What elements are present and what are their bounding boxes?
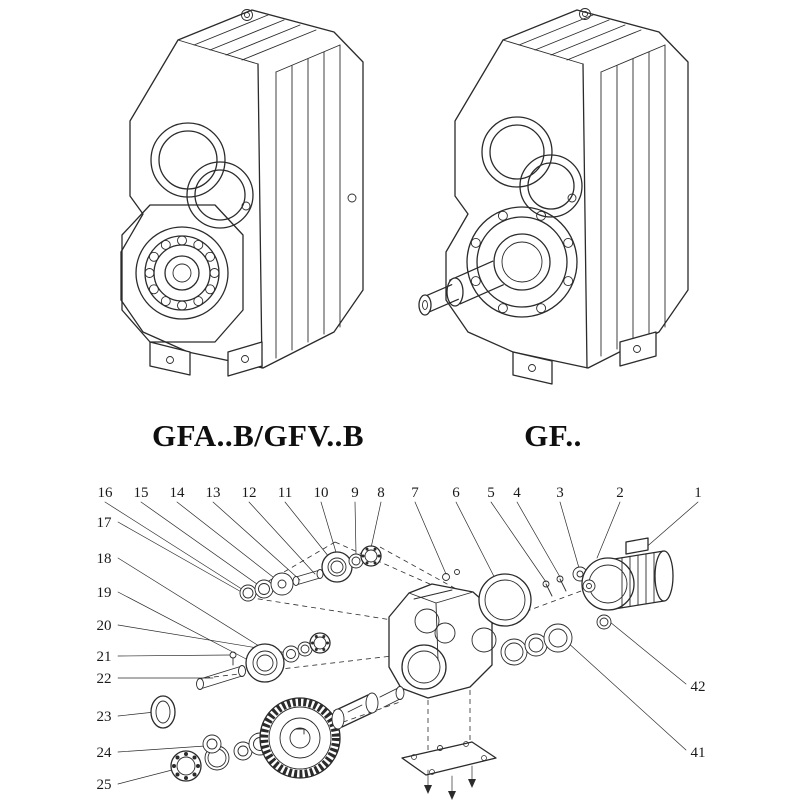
callouts-top-row: 16 15 14 13 12 11 10 9 8 7 6 5 4 3 2 1	[98, 485, 702, 501]
callout-18: 18	[97, 551, 112, 567]
input-bores	[150, 122, 254, 229]
callout-16: 16	[98, 485, 114, 501]
callout-42: 42	[691, 679, 706, 695]
model-label-gf: GF..	[524, 418, 582, 453]
housing-part	[388, 569, 497, 699]
callouts-right-column: 42 41	[691, 679, 706, 761]
mounting-plate-parts	[401, 741, 497, 800]
motor-parts	[478, 537, 674, 666]
callout-13: 13	[206, 485, 221, 501]
callout-14: 14	[170, 485, 186, 501]
callout-10: 10	[314, 485, 329, 501]
exploded-view: 16 15 14 13 12 11 10 9 8 7 6 5 4 3 2 1 1…	[97, 485, 706, 800]
callout-21: 21	[97, 649, 112, 665]
callout-20: 20	[97, 618, 112, 634]
model-label-gfab: GFA..B/GFV..B	[152, 418, 364, 453]
output-bearing	[121, 204, 244, 343]
leader-lines	[104, 501, 699, 785]
callout-2: 2	[616, 485, 624, 501]
callouts-left-column: 17 18 19 20 21 22 23 24 25	[97, 515, 113, 793]
output-shaft-parts	[150, 686, 405, 782]
input-shaft-parts	[239, 545, 382, 602]
callout-9: 9	[351, 485, 359, 501]
callout-41: 41	[691, 745, 706, 761]
callout-17: 17	[97, 515, 113, 531]
gearbox-gf-drawing	[418, 8, 689, 385]
callout-8: 8	[377, 485, 385, 501]
callout-7: 7	[411, 485, 419, 501]
output-shaft	[418, 260, 504, 316]
callout-24: 24	[97, 745, 113, 761]
callout-12: 12	[242, 485, 257, 501]
callout-19: 19	[97, 585, 112, 601]
callout-3: 3	[556, 485, 564, 501]
callout-4: 4	[513, 485, 521, 501]
callout-5: 5	[487, 485, 495, 501]
output-flange	[466, 206, 578, 318]
callout-22: 22	[97, 671, 112, 687]
callout-23: 23	[97, 709, 112, 725]
callout-11: 11	[278, 485, 292, 501]
callout-1: 1	[694, 485, 702, 501]
intermediate-shaft-parts	[196, 632, 331, 690]
input-bores	[481, 116, 583, 218]
callout-15: 15	[134, 485, 149, 501]
callout-6: 6	[452, 485, 460, 501]
gearbox-gfab-drawing	[120, 9, 364, 377]
callout-25: 25	[97, 777, 112, 793]
